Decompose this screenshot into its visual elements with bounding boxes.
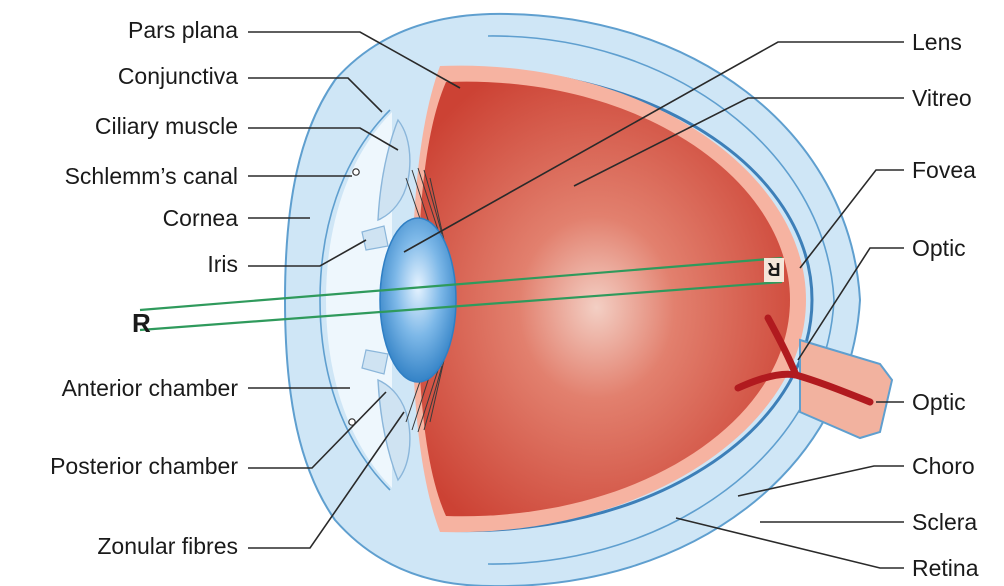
- label-anterior-chamber: Anterior chamber: [62, 375, 239, 401]
- label-zonular-fibres: Zonular fibres: [97, 533, 238, 559]
- label-conjunctiva: Conjunctiva: [118, 63, 238, 89]
- label-optic-nerve: Optic: [912, 389, 966, 415]
- label-lens: Lens: [912, 29, 962, 55]
- lens-shape: [380, 218, 456, 382]
- label-iris: Iris: [207, 251, 238, 277]
- label-posterior-chamber: Posterior chamber: [50, 453, 238, 479]
- label-ciliary-muscle: Ciliary muscle: [95, 113, 238, 139]
- retinal-image-letter: R: [768, 259, 781, 279]
- label-fovea: Fovea: [912, 157, 976, 183]
- schlemms-canal-dot-upper: [353, 169, 359, 175]
- object-letter-r: R: [132, 308, 151, 338]
- label-choroid: Choro: [912, 453, 975, 479]
- label-schlemms-canal: Schlemm’s canal: [65, 163, 238, 189]
- label-vitreous: Vitreo: [912, 85, 972, 111]
- label-optic-disc: Optic: [912, 235, 966, 261]
- label-cornea: Cornea: [163, 205, 239, 231]
- right-edge-mask: [992, 0, 1004, 586]
- label-retina: Retina: [912, 555, 979, 581]
- label-pars-plana: Pars plana: [128, 17, 238, 43]
- label-sclera: Sclera: [912, 509, 977, 535]
